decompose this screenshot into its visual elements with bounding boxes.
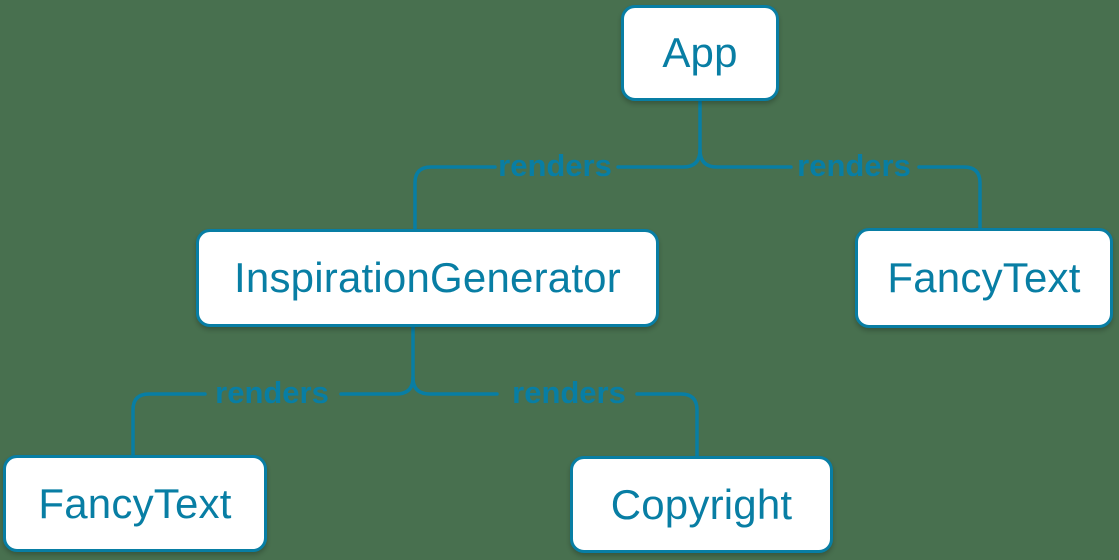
edge-label-inspirationgenerator-fancytext: renders	[215, 375, 329, 410]
node-fancy-text-right: FancyText	[855, 228, 1113, 328]
edge-app-to-fancytext-drop	[917, 165, 982, 230]
node-inspiration-generator-label: InspirationGenerator	[234, 254, 621, 301]
edge-app-to-fancytext-flare	[698, 148, 793, 169]
node-copyright-label: Copyright	[610, 480, 793, 528]
node-app: App	[621, 5, 779, 101]
edge-inspirationgenerator-to-fancytext-flare	[339, 376, 415, 396]
node-fancy-text-left-label: FancyText	[38, 479, 232, 527]
node-fancy-text-left: FancyText	[3, 455, 267, 552]
edge-inspirationgenerator-to-fancytext-drop	[131, 392, 207, 457]
edge-app-to-inspirationgenerator-flare	[616, 148, 702, 169]
edge-inspirationgenerator-to-copyright-flare	[411, 376, 499, 396]
edge-inspirationgenerator-to-copyright-drop	[635, 392, 699, 458]
edge-label-inspirationgenerator-copyright: renders	[512, 375, 626, 410]
node-copyright: Copyright	[570, 456, 833, 553]
node-inspiration-generator: InspirationGenerator	[196, 229, 659, 327]
edge-label-app-inspirationgenerator: renders	[498, 148, 612, 183]
edge-label-app-fancytext: renders	[797, 148, 911, 183]
edge-app-to-inspirationgenerator-drop	[413, 165, 497, 231]
node-fancy-text-right-label: FancyText	[887, 254, 1081, 301]
node-app-label: App	[662, 29, 738, 76]
